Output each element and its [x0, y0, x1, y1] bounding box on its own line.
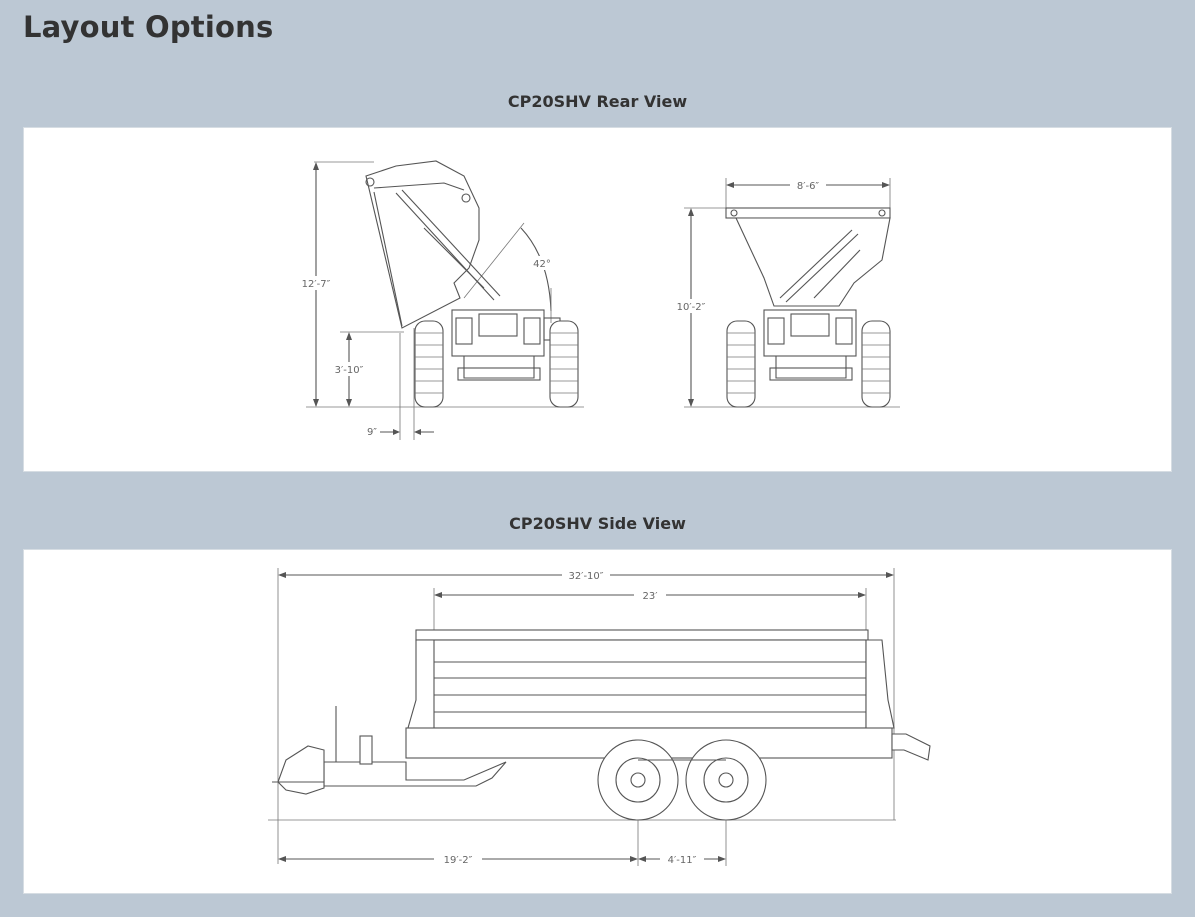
width-label: 8′-6″	[797, 181, 820, 192]
body-height-label: 10′-2″	[677, 302, 706, 313]
tilt-angle-label: 42°	[533, 259, 551, 270]
overall-height-label: 12′-7″	[302, 279, 331, 290]
side-view-trailer: 32′-10″ 23′	[268, 568, 931, 866]
axle-spacing-label: 4′-11″	[668, 855, 697, 866]
side-view-drawing: 32′-10″ 23′	[268, 568, 931, 866]
side-view-panel: 32′-10″ 23′	[23, 549, 1172, 894]
rear-view-panel: 12′-7″ 3′-10″ 9″ 42°	[23, 127, 1172, 472]
rear-view-upright: 8′-6″ 10′-2″	[671, 178, 900, 408]
page-title: Layout Options	[23, 10, 274, 44]
overhang-label: 9″	[367, 427, 377, 438]
rear-view-title: CP20SHV Rear View	[507, 92, 688, 111]
body-length-label: 23′	[643, 591, 659, 602]
dump-height-label: 3′-10″	[335, 365, 364, 376]
rear-view-drawing: 12′-7″ 3′-10″ 9″ 42°	[296, 160, 900, 440]
side-view-title: CP20SHV Side View	[509, 514, 686, 533]
overall-length-label: 32′-10″	[568, 571, 603, 582]
rear-view-tilted: 12′-7″ 3′-10″ 9″ 42°	[296, 160, 584, 440]
hitch-to-axle-label: 19′-2″	[444, 855, 473, 866]
